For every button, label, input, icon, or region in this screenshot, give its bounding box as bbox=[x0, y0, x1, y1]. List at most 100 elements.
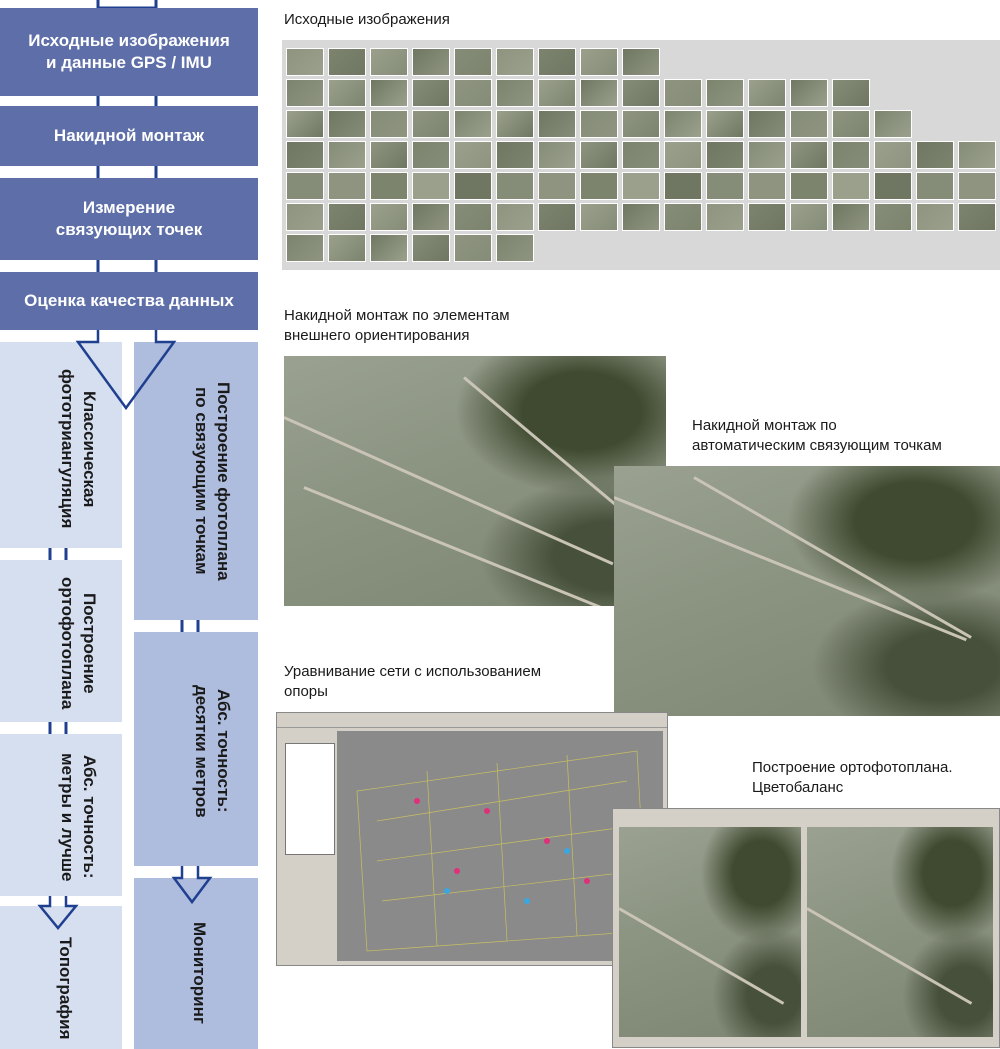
source-image-thumbnail bbox=[454, 172, 492, 200]
source-image-thumbnail bbox=[748, 172, 786, 200]
source-image-thumbnail bbox=[328, 110, 366, 138]
source-image-thumbnail bbox=[496, 48, 534, 76]
source-image-thumbnail bbox=[664, 141, 702, 169]
source-image-thumbnail bbox=[412, 203, 450, 231]
source-image-thumbnail bbox=[412, 234, 450, 262]
label-photoplan-tie-points: Построение фотоплана по связующим точкам bbox=[192, 381, 233, 581]
tie-point-network-icon bbox=[356, 750, 648, 952]
source-image-thumbnail bbox=[622, 110, 660, 138]
source-image-thumbnail bbox=[706, 203, 744, 231]
source-image-thumbnail bbox=[454, 110, 492, 138]
thumbnail-grid bbox=[282, 40, 1000, 270]
left-box-orthophoto bbox=[0, 560, 122, 722]
source-image-thumbnail bbox=[454, 234, 492, 262]
source-image-thumbnail bbox=[538, 110, 576, 138]
source-image-thumbnail bbox=[874, 110, 912, 138]
left-box-accuracy bbox=[0, 734, 122, 896]
source-image-thumbnail bbox=[370, 203, 408, 231]
caption-mosaic-auto: Накидной монтаж по автоматическим связую… bbox=[692, 417, 942, 454]
source-image-thumbnail bbox=[328, 48, 366, 76]
label-accuracy-meters: Абс. точность: метры и лучше bbox=[58, 752, 99, 882]
source-image-thumbnail bbox=[748, 110, 786, 138]
source-image-thumbnail bbox=[832, 79, 870, 107]
source-image-thumbnail bbox=[286, 234, 324, 262]
mosaic-auto-image bbox=[614, 466, 1000, 716]
source-image-thumbnail bbox=[706, 110, 744, 138]
source-image-thumbnail bbox=[412, 48, 450, 76]
source-image-thumbnail bbox=[580, 48, 618, 76]
source-image-thumbnail bbox=[538, 48, 576, 76]
source-image-thumbnail bbox=[538, 141, 576, 169]
source-image-thumbnail bbox=[874, 141, 912, 169]
label-topography: Топография bbox=[56, 936, 75, 1040]
source-image-thumbnail bbox=[664, 110, 702, 138]
source-image-thumbnail bbox=[538, 203, 576, 231]
source-image-thumbnail bbox=[454, 203, 492, 231]
source-image-thumbnail bbox=[706, 141, 744, 169]
source-image-thumbnail bbox=[370, 110, 408, 138]
source-image-thumbnail bbox=[790, 79, 828, 107]
source-image-thumbnail bbox=[328, 203, 366, 231]
step-source-data: Исходные изображения и данные GPS / IMU bbox=[0, 8, 258, 96]
source-image-thumbnail bbox=[286, 172, 324, 200]
network-view bbox=[337, 731, 663, 961]
source-image-thumbnail bbox=[286, 48, 324, 76]
source-image-thumbnail bbox=[286, 141, 324, 169]
source-image-thumbnail bbox=[622, 48, 660, 76]
source-image-thumbnail bbox=[328, 172, 366, 200]
source-image-thumbnail bbox=[874, 172, 912, 200]
right-box-accuracy bbox=[134, 632, 258, 866]
split-arrow-icon bbox=[37, 330, 213, 930]
right-box-monitoring bbox=[134, 878, 258, 1049]
source-image-thumbnail bbox=[664, 203, 702, 231]
source-image-thumbnail bbox=[370, 79, 408, 107]
source-image-thumbnail bbox=[790, 172, 828, 200]
source-image-thumbnail bbox=[664, 172, 702, 200]
source-image-thumbnail bbox=[748, 79, 786, 107]
source-image-thumbnail bbox=[328, 79, 366, 107]
source-image-thumbnail bbox=[622, 141, 660, 169]
source-image-thumbnail bbox=[496, 172, 534, 200]
source-image-thumbnail bbox=[622, 79, 660, 107]
source-image-thumbnail bbox=[370, 172, 408, 200]
source-image-thumbnail bbox=[916, 141, 954, 169]
label-orthophoto: Построение ортофотоплана bbox=[58, 576, 99, 710]
label-monitoring: Мониторинг bbox=[190, 922, 209, 1024]
step-quality-check: Оценка качества данных bbox=[0, 272, 258, 330]
source-image-thumbnail bbox=[790, 203, 828, 231]
step-rough-mosaic: Накидной монтаж bbox=[0, 106, 258, 166]
mosaic-eo-image bbox=[284, 356, 666, 606]
source-image-thumbnail bbox=[538, 79, 576, 107]
source-image-thumbnail bbox=[412, 79, 450, 107]
source-image-thumbnail bbox=[286, 110, 324, 138]
source-image-thumbnail bbox=[832, 110, 870, 138]
source-image-thumbnail bbox=[496, 141, 534, 169]
source-image-thumbnail bbox=[874, 203, 912, 231]
source-image-thumbnail bbox=[496, 110, 534, 138]
source-image-thumbnail bbox=[664, 79, 702, 107]
label-triangulation: Классическая фототриангуляция bbox=[58, 369, 99, 529]
source-image-thumbnail bbox=[454, 141, 492, 169]
source-image-thumbnail bbox=[748, 141, 786, 169]
source-image-thumbnail bbox=[580, 110, 618, 138]
source-image-thumbnail bbox=[412, 141, 450, 169]
source-image-thumbnail bbox=[832, 203, 870, 231]
source-image-thumbnail bbox=[790, 110, 828, 138]
source-image-thumbnail bbox=[496, 203, 534, 231]
source-image-thumbnail bbox=[496, 234, 534, 262]
source-image-thumbnail bbox=[412, 172, 450, 200]
source-image-thumbnail bbox=[328, 141, 366, 169]
ortho-right-pane bbox=[807, 827, 993, 1037]
source-image-thumbnail bbox=[412, 110, 450, 138]
source-image-thumbnail bbox=[538, 172, 576, 200]
label-accuracy-tens: Абс. точность: десятки метров bbox=[192, 684, 233, 818]
source-image-thumbnail bbox=[370, 48, 408, 76]
source-image-thumbnail bbox=[580, 141, 618, 169]
source-image-thumbnail bbox=[454, 79, 492, 107]
caption-ortho: Построение ортофотоплана. Цветобаланс bbox=[752, 759, 953, 796]
left-box-topography bbox=[0, 906, 122, 1049]
adjustment-screenshot bbox=[276, 712, 668, 966]
source-image-thumbnail bbox=[370, 234, 408, 262]
caption-source-images: Исходные изображения bbox=[284, 11, 450, 28]
caption-adjustment: Уравнивание сети с использованием опоры bbox=[284, 663, 542, 700]
